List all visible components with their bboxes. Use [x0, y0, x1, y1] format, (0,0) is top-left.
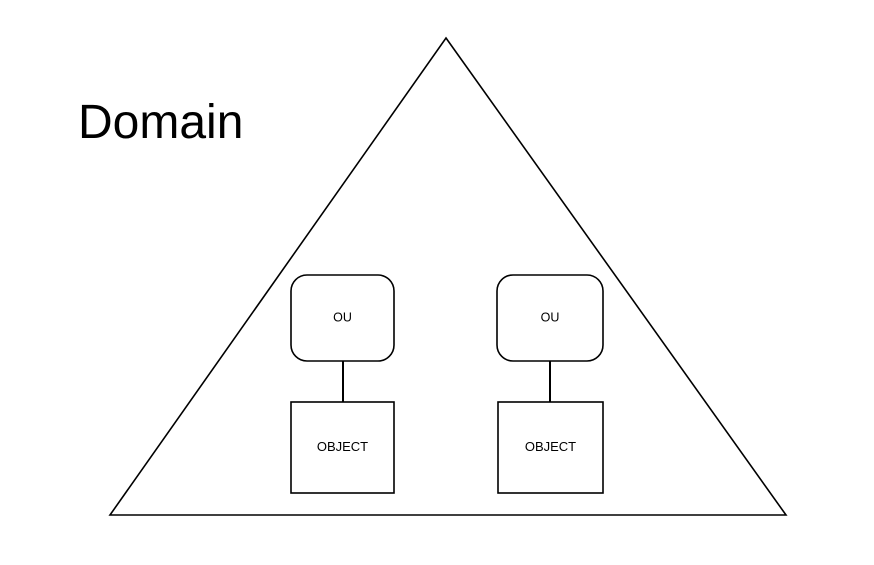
domain-triangle[interactable] — [108, 36, 788, 516]
ou-label-left: OU — [333, 310, 352, 324]
object-label-right: OBJECT — [525, 439, 576, 454]
object-box-left[interactable] — [290, 401, 395, 494]
ou-label-right: OU — [541, 310, 560, 324]
object-box-right[interactable] — [497, 401, 604, 494]
object-label-left: OBJECT — [317, 439, 368, 454]
domain-title-label: Domain — [78, 96, 243, 149]
ou-box-right[interactable] — [496, 274, 604, 362]
ou-box-left[interactable] — [290, 274, 395, 362]
